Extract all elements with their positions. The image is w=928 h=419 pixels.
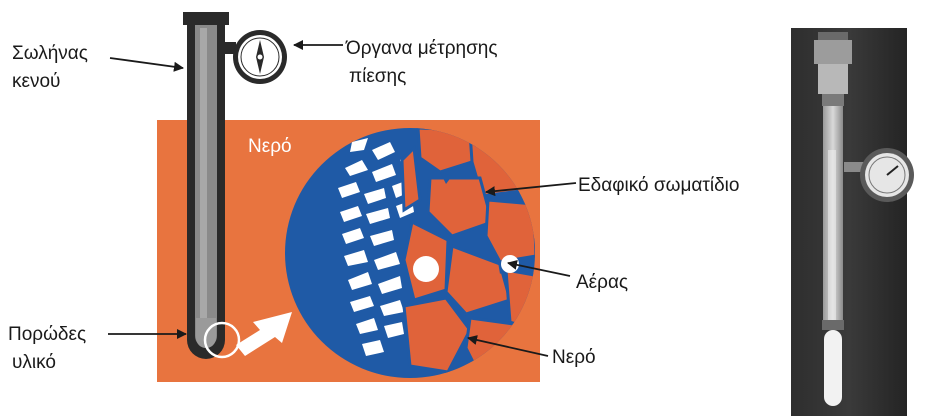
label-vacuum-tube-line1: Σωλήνας: [12, 43, 88, 64]
label-water-top: Νερό: [248, 136, 292, 157]
label-porous-line1: Πορώδες: [8, 324, 86, 345]
vacuum-tube: [183, 12, 229, 359]
tensiometer-photo: [791, 28, 914, 416]
label-air: Αέρας: [576, 272, 628, 293]
pressure-gauge-icon: [224, 30, 287, 84]
label-porous-line2: υλικό: [12, 352, 56, 373]
label-soil-particle: Εδαφικό σωματίδιο: [578, 175, 739, 196]
label-gauge-line2: πίεσης: [349, 66, 406, 87]
label-vacuum-tube-line2: κενού: [12, 71, 60, 92]
label-gauge-line1: Όργανα μέτρησης: [345, 38, 498, 59]
label-water-bottom: Νερό: [552, 347, 596, 368]
